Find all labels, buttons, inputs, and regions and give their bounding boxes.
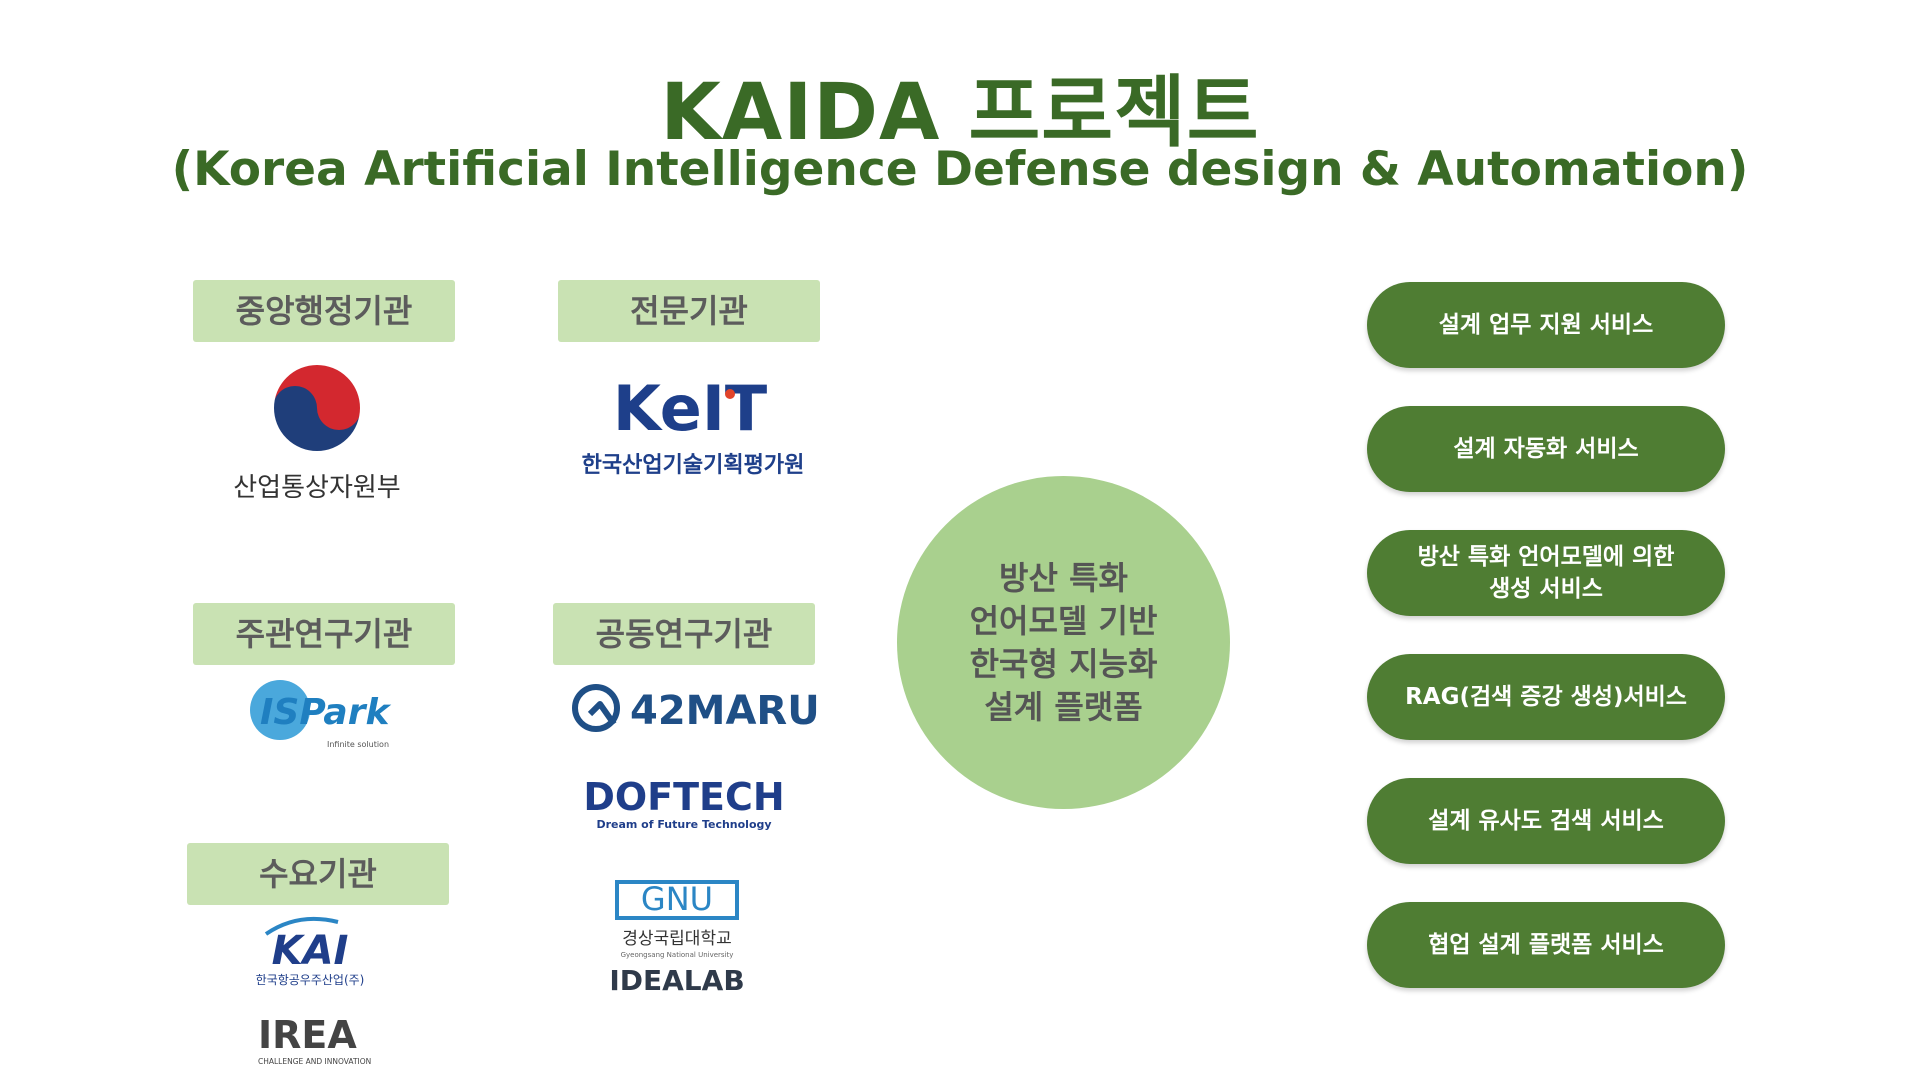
platform-description: 방산 특화 언어모델 기반 한국형 지능화 설계 플랫폼	[970, 557, 1158, 729]
motie-name: 산업통상자원부	[233, 473, 400, 503]
ispark-logo: ISPark Infinite solution	[240, 674, 410, 754]
gnu-wordmark: GNU	[641, 880, 713, 918]
category-demand: 수요기관	[187, 843, 449, 905]
maru-wordmark: 42MARU	[630, 688, 820, 734]
service-label: 설계 자동화 서비스	[1453, 436, 1639, 462]
service-label: 생성 서비스	[1489, 576, 1603, 602]
kai-wordmark: KAI	[272, 928, 349, 974]
kai-name: 한국항공우주산업(주)	[256, 973, 365, 987]
service-defense-llm-generation: 방산 특화 언어모델에 의한 생성 서비스	[1367, 530, 1725, 616]
category-lead-research: 주관연구기관	[193, 603, 455, 665]
ispark-tagline: Infinite solution	[327, 740, 389, 749]
service-rag: RAG(검색 증강 생성)서비스	[1367, 654, 1725, 740]
service-design-support: 설계 업무 지원 서비스	[1367, 282, 1725, 368]
service-collaborative-design: 협업 설계 플랫폼 서비스	[1367, 902, 1725, 988]
doftech-wordmark: DOFTECH	[583, 775, 784, 819]
kai-logo: KAI 한국항공우주산업(주)	[238, 912, 388, 992]
irea-wordmark: IREA	[258, 1013, 357, 1057]
service-label: 방산 특화 언어모델에 의한	[1417, 544, 1675, 570]
keit-logo: KeIT 한국산업기술기획평가원	[560, 372, 830, 485]
maru-logo: 42MARU	[570, 680, 820, 740]
category-specialized: 전문기관	[558, 280, 820, 342]
irea-logo: IREA CHALLENGE AND INNOVATION	[256, 1010, 406, 1070]
ispark-wordmark: ISPark	[260, 692, 391, 733]
page-subtitle: (Korea Artificial Intelligence Defense d…	[171, 142, 1749, 197]
irea-tagline: CHALLENGE AND INNOVATION	[258, 1057, 371, 1066]
keit-wordmark: KeIT	[613, 372, 767, 445]
service-label: 협업 설계 플랫폼 서비스	[1428, 932, 1664, 958]
korea-taegeuk-emblem	[272, 363, 362, 453]
platform-line: 설계 플랫폼	[984, 687, 1143, 726]
doftech-logo: DOFTECH Dream of Future Technology	[583, 768, 784, 838]
platform-line: 방산 특화	[999, 558, 1128, 597]
doftech-tagline: Dream of Future Technology	[596, 818, 771, 831]
motie-logo: 산업통상자원부	[205, 358, 445, 508]
platform-line: 언어모델 기반	[969, 601, 1158, 640]
service-label: RAG(검색 증강 생성)서비스	[1405, 684, 1687, 710]
gnu-name-en: Gyeongsang National University	[621, 951, 734, 959]
platform-circle: 방산 특화 언어모델 기반 한국형 지능화 설계 플랫폼	[897, 476, 1230, 809]
keit-name: 한국산업기술기획평가원	[582, 453, 805, 478]
page-title: KAIDA 프로젝트	[660, 68, 1260, 158]
service-label: 설계 유사도 검색 서비스	[1428, 808, 1664, 834]
service-label: 설계 업무 지원 서비스	[1438, 312, 1654, 338]
gnu-lab-name: IDEALAB	[609, 964, 744, 997]
category-central-gov: 중앙행정기관	[193, 280, 455, 342]
gnu-idealab-logo: GNU 경상국립대학교 Gyeongsang National Universi…	[597, 878, 777, 1003]
service-design-automation: 설계 자동화 서비스	[1367, 406, 1725, 492]
platform-line: 한국형 지능화	[969, 644, 1158, 683]
42maru-symbol-icon	[572, 684, 620, 732]
service-design-similarity-search: 설계 유사도 검색 서비스	[1367, 778, 1725, 864]
category-joint-research: 공동연구기관	[553, 603, 815, 665]
gnu-name: 경상국립대학교	[622, 929, 731, 949]
